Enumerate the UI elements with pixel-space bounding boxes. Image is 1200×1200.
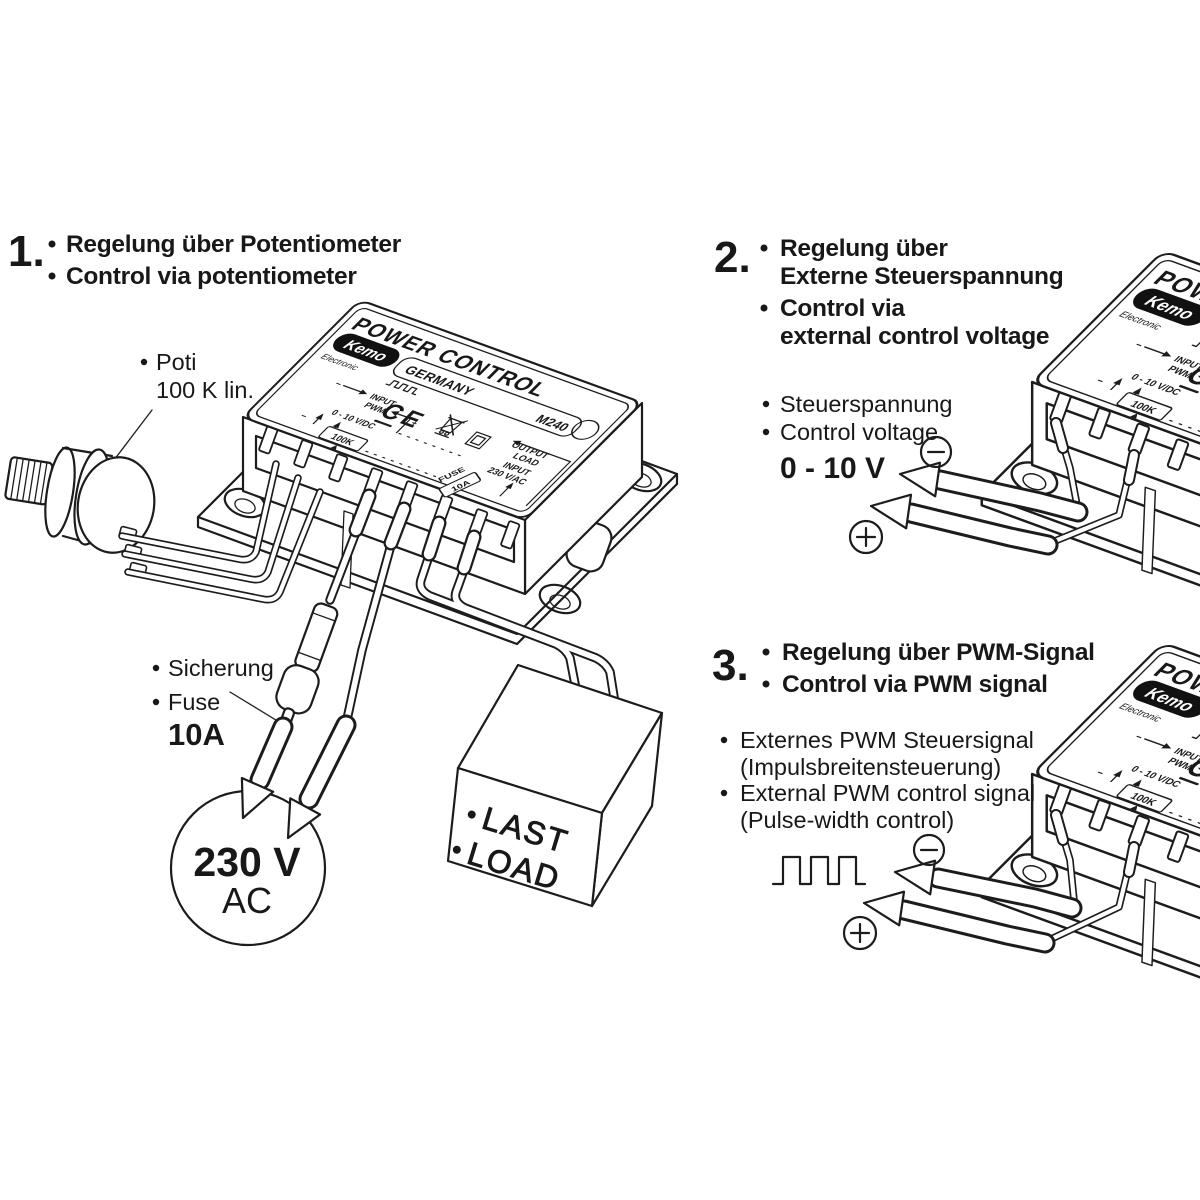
pwm-label-de2: (Impulsbreitensteuerung) bbox=[740, 754, 1001, 780]
hollow-arrowhead bbox=[898, 461, 942, 498]
section-2-bullet-de1: Regelung über bbox=[780, 235, 948, 262]
pwm-label-en2: (Pulse-width control) bbox=[740, 807, 954, 833]
bullet-icon bbox=[720, 736, 728, 744]
bullet-icon bbox=[48, 240, 56, 248]
plus-symbol bbox=[842, 915, 878, 951]
hollow-arrowhead bbox=[869, 493, 913, 530]
section-1-number: 1. bbox=[8, 227, 45, 276]
section-3-bullet-en: Control via PWM signal bbox=[782, 671, 1048, 698]
fuse-label-de: Sicherung bbox=[168, 655, 274, 681]
bullet-icon bbox=[760, 304, 768, 312]
section-2-wires bbox=[1046, 417, 1140, 547]
hollow-arrowhead bbox=[862, 890, 906, 927]
section-1-bullet-de: Regelung über Potentiometer bbox=[66, 231, 402, 258]
bullet-icon bbox=[720, 789, 728, 797]
load-box: LAST LOAD bbox=[446, 663, 664, 908]
bullet-icon bbox=[467, 810, 476, 819]
control-voltage-en: Control voltage bbox=[780, 419, 938, 445]
bullet-icon bbox=[152, 664, 160, 672]
section-3-arrows bbox=[862, 859, 1083, 954]
poti-wires bbox=[118, 460, 324, 604]
section-1-bullet-en: Control via potentiometer bbox=[66, 263, 357, 290]
load-box-front bbox=[446, 766, 604, 908]
bullet-icon bbox=[452, 845, 461, 854]
hollow-arrowhead bbox=[286, 797, 322, 840]
control-voltage-range: 0 - 10 V bbox=[780, 452, 885, 485]
control-voltage-de: Steuerspannung bbox=[780, 391, 952, 417]
section-3-number: 3. bbox=[712, 641, 749, 690]
bullet-icon bbox=[48, 272, 56, 280]
section-2-bullet-de2: Externe Steuerspannung bbox=[780, 263, 1063, 290]
bullet-icon bbox=[762, 680, 770, 688]
potentiometer bbox=[4, 446, 156, 578]
pwm-label-de1: Externes PWM Steuersignal bbox=[740, 727, 1034, 753]
mains-arrows bbox=[240, 714, 357, 840]
section-2-bullet-en1: Control via bbox=[780, 295, 905, 322]
section-2-number: 2. bbox=[714, 233, 751, 282]
mains-and-load-wires bbox=[325, 488, 619, 729]
mains-current-type: AC bbox=[222, 880, 272, 921]
section-2-bullet-en2: external control voltage bbox=[780, 323, 1049, 350]
bullet-icon bbox=[760, 244, 768, 252]
fuse-leader-line bbox=[229, 691, 285, 726]
minus-symbol bbox=[912, 833, 946, 867]
section-2-arrows bbox=[869, 461, 1089, 556]
section-3-bullet-de: Regelung über PWM-Signal bbox=[782, 639, 1095, 666]
plus-symbol bbox=[848, 519, 884, 555]
minus-symbol bbox=[919, 435, 953, 469]
section-2: 2. Regelung über Externe Steuerspannung … bbox=[714, 233, 1200, 638]
crimp-sleeves bbox=[348, 488, 482, 576]
hollow-arrowhead bbox=[240, 776, 275, 820]
poti-label-line1: Poti bbox=[156, 349, 197, 375]
bullet-icon bbox=[762, 648, 770, 656]
bullet-icon bbox=[152, 698, 160, 706]
poti-label-line2: 100 K lin. bbox=[156, 377, 254, 403]
bullet-icon bbox=[762, 400, 770, 408]
mains-voltage: 230 V bbox=[193, 839, 301, 885]
bullet-icon bbox=[140, 358, 148, 366]
bullet-icon bbox=[762, 428, 770, 436]
fuse-rating: 10A bbox=[168, 717, 225, 752]
section-1: 1. Regelung über Potentiometer Control v… bbox=[4, 227, 679, 947]
section-3-wires bbox=[1043, 809, 1140, 945]
pwm-label-en1: External PWM control signal bbox=[740, 780, 1035, 806]
section-3: 3. Regelung über PWM-Signal Control via … bbox=[712, 639, 1200, 1030]
pwm-waveform bbox=[771, 855, 867, 886]
hollow-arrowhead bbox=[893, 859, 937, 896]
fuse-label-en: Fuse bbox=[168, 689, 220, 715]
